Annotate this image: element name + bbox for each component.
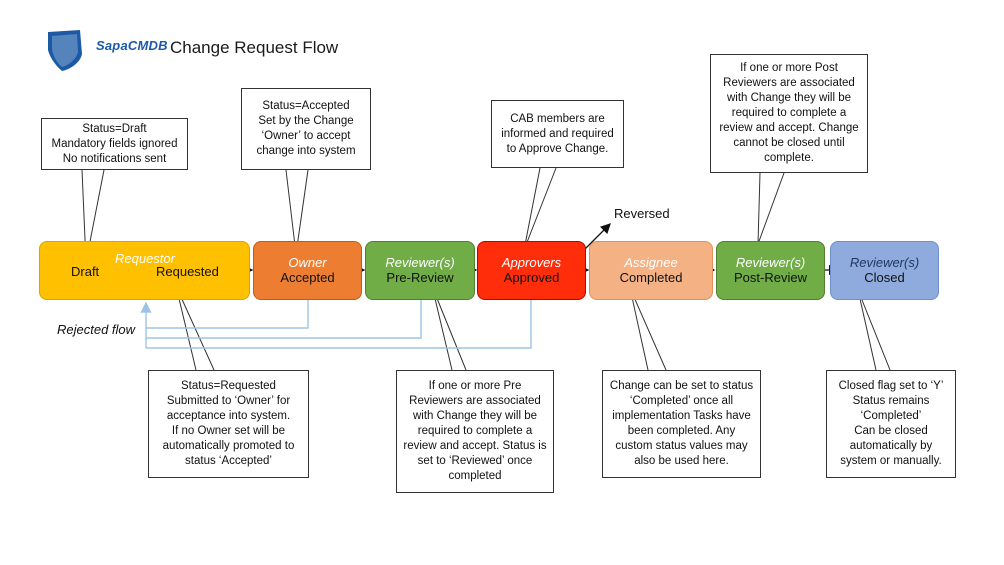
callout-pointers — [81, 167, 891, 371]
shield-icon — [48, 30, 82, 71]
stage-closed: Reviewer(s) Closed — [830, 241, 939, 300]
stage-role-owner: Owner — [288, 255, 327, 270]
label-rejected-flow: Rejected flow — [57, 322, 136, 337]
stage-status-pre-review: Pre-Review — [386, 270, 454, 285]
stage-role-post-review: Reviewer(s) — [735, 255, 806, 270]
note-completed: Change can be set to status ‘Completed’ … — [602, 370, 761, 478]
sapacmdb-logo: SapaCMDB — [44, 28, 167, 71]
label-reversed: Reversed — [614, 206, 670, 221]
stage-status-completed: Completed — [619, 270, 683, 285]
note-accepted: Status=Accepted Set by the Change ‘Owner… — [241, 88, 371, 170]
page-title: Change Request Flow — [170, 38, 339, 57]
stage-requestor: Requestor Draft Requested — [39, 241, 250, 300]
pointer-completed — [629, 287, 667, 371]
pointer-closed — [857, 289, 891, 371]
stage-role-approvers: Approvers — [501, 255, 562, 270]
stage-status-approved: Approved — [503, 270, 560, 285]
note-approved: CAB members are informed and required to… — [491, 100, 624, 168]
rejected-feedback-lines — [140, 300, 532, 349]
stage-role-pre-review: Reviewer(s) — [385, 255, 455, 270]
stage-pre-review: Reviewer(s) Pre-Review — [365, 241, 475, 300]
stage-assignee: Assignee Completed — [589, 241, 713, 300]
stage-owner: Owner Accepted — [253, 241, 362, 300]
stage-role-closed: Reviewer(s) — [849, 255, 920, 270]
stage-role-assignee: Assignee — [624, 255, 678, 270]
note-draft: Status=Draft Mandatory fields ignored No… — [41, 118, 188, 170]
stage-approvers: Approvers Approved — [477, 241, 586, 300]
note-closed: Closed flag set to ‘Y’ Status remains ‘C… — [826, 370, 956, 478]
logo-text: SapaCMDB — [96, 38, 168, 53]
note-pre-review: If one or more Pre Reviewers are associa… — [396, 370, 554, 493]
stage-status-accepted: Accepted — [280, 270, 335, 285]
stage-post-review: Reviewer(s) Post-Review — [716, 241, 825, 300]
stage-status-draft: Draft — [71, 264, 100, 279]
pointer-post-review — [757, 172, 785, 245]
stage-status-requested: Requested — [156, 264, 219, 279]
pointer-approved — [523, 167, 557, 251]
stage-role-requestor: Requestor — [115, 251, 175, 266]
note-post-review: If one or more Post Reviewers are associ… — [710, 54, 868, 173]
stage-status-closed: Closed — [864, 270, 905, 285]
note-requested: Status=Requested Submitted to ‘Owner’ fo… — [148, 370, 309, 478]
stage-status-post-review: Post-Review — [734, 270, 807, 285]
